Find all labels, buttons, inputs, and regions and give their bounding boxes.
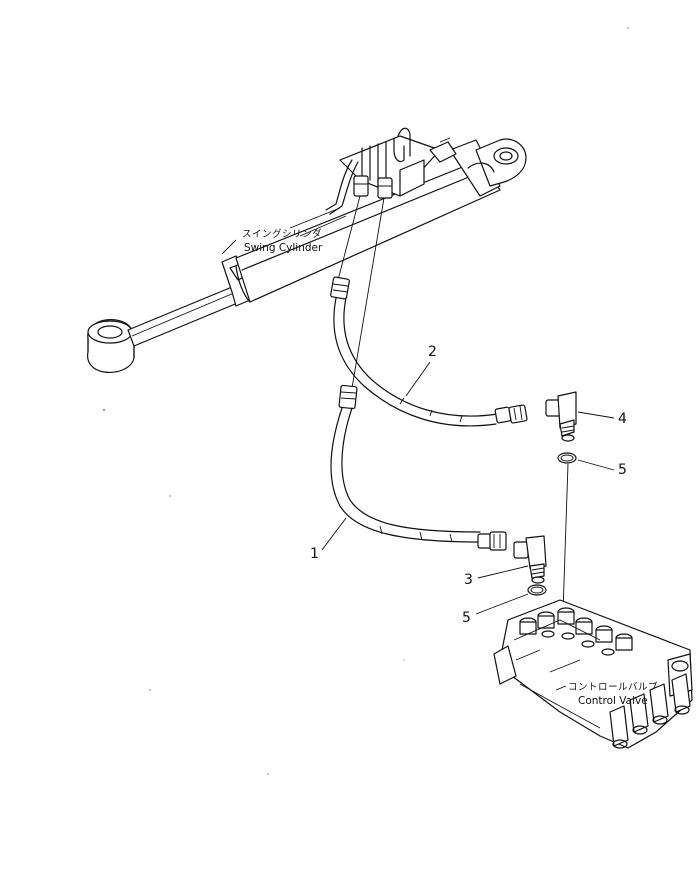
cylinder-head-clevis — [449, 138, 527, 197]
cylinder-rod-eye — [87, 319, 135, 373]
callout-5-upper-leader — [577, 459, 615, 471]
control-valve-label-jp: コントロールバルブ — [568, 681, 658, 693]
callout-1-leader — [321, 517, 347, 551]
callout-4-leader — [577, 411, 615, 419]
o-ring-5-lower — [527, 584, 547, 596]
swing-cylinder-label-jp: スイングシリンダ — [242, 228, 322, 240]
cylinder-steel-tubes — [325, 127, 411, 215]
callout-3: 3 — [464, 565, 529, 588]
callout-2: 2 — [405, 344, 437, 397]
hose-1 — [330, 384, 507, 551]
callout-1: 1 — [310, 517, 347, 562]
control-valve-label: コントロールバルブ Control Valve — [555, 681, 658, 707]
control-valve-spools — [609, 673, 691, 749]
callout-3-leader — [477, 565, 529, 579]
guide-lines — [337, 195, 569, 613]
callout-5-upper-number: 5 — [618, 462, 627, 478]
swing-cylinder-label: スイングシリンダ Swing Cylinder — [221, 228, 323, 255]
callout-2-number: 2 — [428, 344, 437, 360]
control-valve — [493, 599, 693, 749]
hose-2 — [330, 276, 528, 427]
swing-cylinder — [87, 127, 527, 373]
o-ring-5-upper — [557, 452, 577, 464]
callout-1-number: 1 — [310, 546, 319, 562]
swing-cylinder-label-en: Swing Cylinder — [244, 242, 323, 254]
elbow-fitting-3 — [513, 535, 547, 584]
callout-5-upper: 5 — [577, 459, 627, 478]
cylinder-hose-fittings — [353, 175, 393, 199]
callout-5-lower-number: 5 — [462, 610, 471, 626]
callout-3-number: 3 — [464, 572, 473, 588]
callout-5-lower-leader — [475, 593, 529, 615]
callout-2-leader — [405, 361, 431, 397]
scan-specks — [103, 27, 629, 775]
swing-cylinder-leader-line — [221, 239, 237, 255]
cylinder-piston-rod — [127, 286, 241, 347]
callout-5-lower: 5 — [462, 593, 529, 626]
callout-4: 4 — [577, 411, 627, 427]
control-valve-leader-line — [555, 685, 567, 691]
callout-4-number: 4 — [618, 411, 627, 427]
control-valve-label-en: Control Valve — [578, 695, 648, 707]
elbow-fitting-4 — [545, 391, 577, 442]
